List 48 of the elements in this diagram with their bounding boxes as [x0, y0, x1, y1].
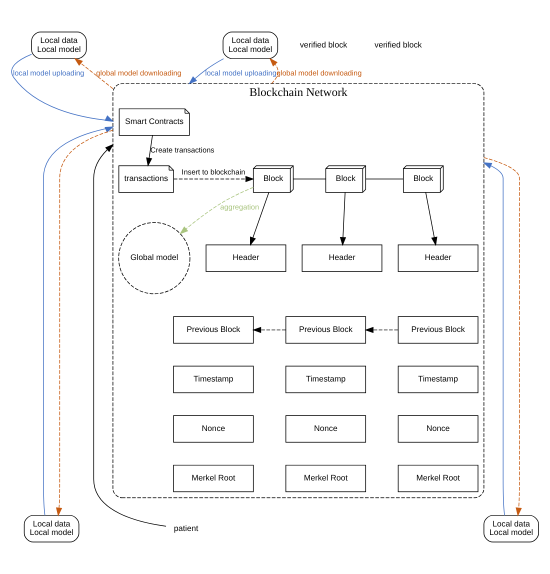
- node-box: Header: [398, 244, 478, 272]
- node-box: Merkel Root: [173, 464, 254, 492]
- node-box: Header: [302, 244, 382, 272]
- node-box: Local data Local model: [484, 515, 539, 542]
- node-box: Timestamp: [173, 366, 254, 394]
- edge-label: global model downloading: [276, 68, 362, 78]
- node-box: Local data Local model: [31, 32, 87, 59]
- arrow: [269, 58, 279, 84]
- node-box: Timestamp: [398, 366, 478, 394]
- arrow: [252, 326, 286, 334]
- node-box: Nonce: [173, 415, 254, 443]
- arrow: [179, 187, 254, 234]
- node-text: patient: [174, 524, 198, 533]
- arrow: [173, 176, 254, 182]
- arrow: [146, 135, 153, 167]
- edge-label: local model uploading: [12, 68, 84, 78]
- arrow: [11, 54, 114, 122]
- arrow: [56, 130, 114, 516]
- arrow: [364, 326, 398, 334]
- node-box: Merkel Root: [285, 464, 366, 492]
- arrow: [43, 126, 114, 516]
- connector: [365, 178, 404, 180]
- arrow: [482, 162, 505, 516]
- label: verified block: [374, 40, 422, 50]
- edge-label: global model downloading: [96, 68, 182, 78]
- edge-label: aggregation: [220, 202, 260, 212]
- node-box: Previous Block: [398, 316, 478, 344]
- node-box: Local data Local model: [222, 32, 278, 59]
- arrow: [74, 58, 114, 90]
- node-box: Nonce: [285, 415, 366, 443]
- node-box: Local data Local model: [24, 515, 80, 542]
- arrow: [250, 192, 270, 246]
- edge-label: local model uploading: [205, 68, 276, 78]
- arrow: [484, 157, 522, 516]
- edge-label: Create transactions: [150, 145, 214, 154]
- node-box: Previous Block: [285, 316, 366, 344]
- label: verified block: [300, 40, 348, 50]
- node-box: Timestamp: [285, 366, 366, 394]
- node-box: Nonce: [398, 415, 478, 443]
- node-box: Merkel Root: [398, 464, 478, 492]
- arrow: [93, 144, 166, 527]
- node-box: Header: [206, 244, 286, 272]
- arrow: [425, 192, 438, 246]
- node-box: Previous Block: [173, 316, 254, 344]
- arrow: [340, 192, 346, 246]
- connector: [293, 178, 326, 180]
- edge-label: Insert to blockchain: [182, 168, 246, 177]
- arrow: [188, 58, 224, 84]
